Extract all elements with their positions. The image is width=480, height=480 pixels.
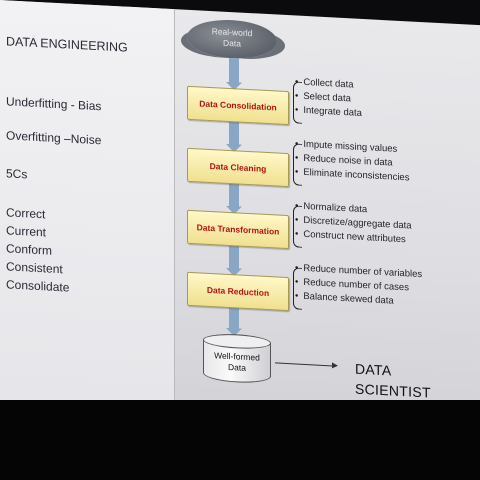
monitor-bezel bbox=[0, 400, 480, 480]
stage-items-consolidation: Collect data Select data Integrate data bbox=[303, 76, 362, 121]
flow-arrow bbox=[229, 122, 239, 147]
brace-icon bbox=[293, 143, 302, 186]
fivecs-item: Correct bbox=[6, 205, 46, 222]
fivecs-heading: 5Cs bbox=[6, 166, 28, 182]
stage-label: Data Transformation bbox=[196, 222, 280, 237]
stage-data-cleaning: Data Cleaning bbox=[187, 147, 289, 188]
fivecs-item: Consistent bbox=[6, 259, 63, 277]
projector-screen: DATA ENGINEERING Underfitting - Bias Ove… bbox=[0, 0, 480, 425]
stage-label: Data Consolidation bbox=[199, 98, 277, 113]
fivecs-item: Current bbox=[6, 223, 47, 240]
stage-item: Integrate data bbox=[303, 104, 362, 121]
data-scientist-label: DATA SCIENTIST bbox=[355, 359, 431, 403]
underfitting-label: Underfitting - Bias bbox=[6, 94, 102, 114]
flow-arrow bbox=[229, 246, 239, 271]
stage-items-transformation: Normalize data Discretize/aggregate data… bbox=[303, 200, 411, 248]
brace-icon bbox=[293, 267, 302, 310]
stage-label: Data Cleaning bbox=[209, 160, 267, 174]
stage-data-consolidation: Data Consolidation bbox=[187, 85, 289, 126]
section-title: DATA ENGINEERING bbox=[6, 34, 128, 55]
stage-label: Data Reduction bbox=[206, 284, 270, 299]
cylinder-label-line2: Data bbox=[228, 361, 246, 373]
stage-items-cleaning: Impute missing values Reduce noise in da… bbox=[303, 138, 409, 185]
fivecs-item: Conform bbox=[6, 241, 53, 258]
output-arrow bbox=[275, 362, 333, 367]
overfitting-label: Overfitting –Noise bbox=[6, 128, 102, 148]
stage-data-transformation: Data Transformation bbox=[187, 209, 289, 250]
pipeline-diagram: Real-world Data Data Consolidation Colle… bbox=[175, 9, 480, 425]
flow-arrow bbox=[229, 58, 239, 85]
real-world-data-cloud: Real-world Data bbox=[187, 17, 277, 61]
stage-data-reduction: Data Reduction bbox=[187, 271, 289, 312]
brace-icon bbox=[293, 81, 302, 124]
stage-items-reduction: Reduce number of variables Reduce number… bbox=[303, 262, 422, 310]
target-line2: SCIENTIST bbox=[355, 380, 431, 401]
brace-icon bbox=[293, 205, 302, 248]
flow-arrow bbox=[229, 184, 239, 209]
fivecs-item: Consolidate bbox=[6, 277, 70, 295]
left-panel: DATA ENGINEERING Underfitting - Bias Ove… bbox=[0, 0, 175, 410]
